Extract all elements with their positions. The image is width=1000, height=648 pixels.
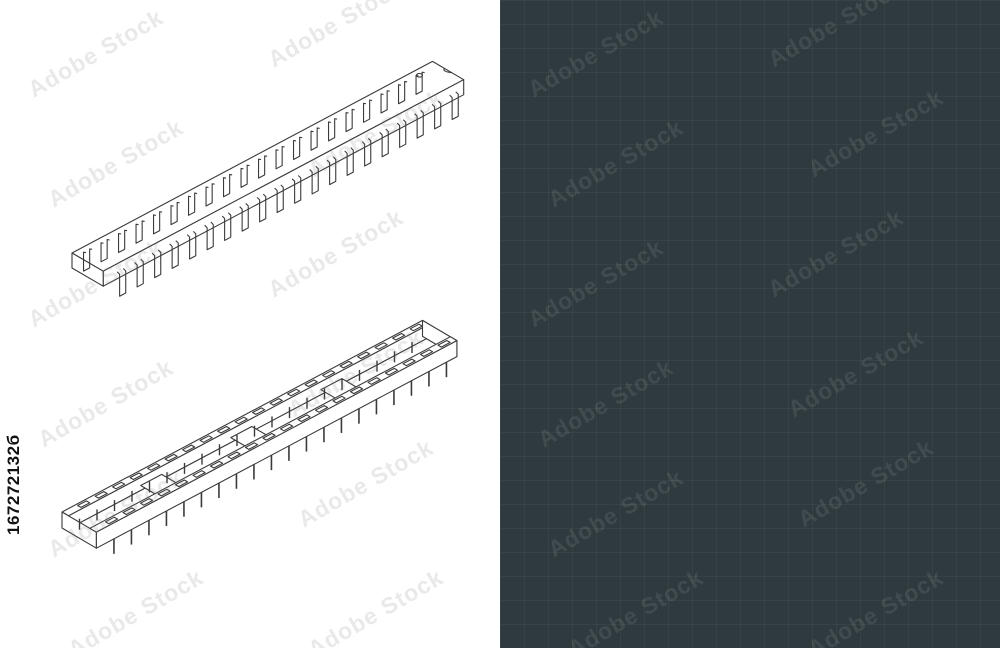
socket-contact bbox=[164, 453, 178, 462]
socket-contact bbox=[122, 507, 136, 516]
socket-contact bbox=[269, 398, 283, 406]
socket-contact bbox=[287, 388, 301, 397]
socket-contact bbox=[217, 425, 231, 434]
chip-pin bbox=[169, 240, 179, 269]
chip-pin bbox=[309, 165, 319, 195]
chip-pin bbox=[239, 203, 249, 232]
socket-contact bbox=[409, 323, 423, 332]
chip-pin bbox=[396, 119, 407, 148]
chip-pin bbox=[415, 71, 425, 95]
chip-pin bbox=[82, 248, 93, 272]
chip-pin bbox=[380, 90, 390, 114]
socket-contact bbox=[129, 472, 143, 481]
dip-ic-chip bbox=[71, 60, 465, 297]
chip-pin bbox=[292, 136, 303, 161]
chip-pin bbox=[187, 192, 198, 216]
socket-contact bbox=[252, 407, 266, 415]
socket-contact bbox=[199, 435, 213, 443]
socket-contact bbox=[157, 488, 171, 497]
chip-pin bbox=[310, 127, 320, 151]
socket-contact bbox=[227, 451, 241, 460]
blueprint-grid bbox=[500, 0, 1000, 648]
chip-pin bbox=[275, 146, 285, 170]
chip-pin bbox=[362, 99, 373, 123]
chip-pin bbox=[291, 175, 302, 204]
chip-pin bbox=[151, 249, 162, 279]
socket-contact bbox=[349, 386, 364, 395]
chip-pin bbox=[100, 239, 110, 263]
chip-pin bbox=[449, 91, 459, 121]
socket-contact bbox=[357, 351, 371, 360]
socket-contact bbox=[77, 500, 91, 508]
chip-pin bbox=[256, 193, 267, 223]
socket-contact bbox=[112, 481, 126, 490]
socket-contact bbox=[192, 470, 206, 478]
socket-contact bbox=[304, 379, 318, 388]
socket-contact bbox=[314, 405, 329, 413]
chip-pin bbox=[152, 211, 163, 235]
socket-contact bbox=[244, 442, 259, 450]
socket-contact bbox=[419, 349, 434, 357]
socket-contact bbox=[384, 367, 399, 376]
chip-pin bbox=[345, 108, 355, 133]
socket-contact bbox=[94, 491, 108, 499]
chip-pin bbox=[397, 80, 408, 105]
socket-contact bbox=[367, 377, 381, 385]
chip-pin bbox=[205, 183, 215, 207]
socket-contact bbox=[279, 423, 294, 432]
socket-contact bbox=[437, 339, 451, 348]
chip-pin bbox=[134, 258, 144, 288]
chip-pin bbox=[327, 118, 338, 142]
chip-pin bbox=[274, 184, 284, 214]
chip-pin bbox=[135, 220, 145, 244]
socket-contact bbox=[174, 479, 189, 488]
socket-contact bbox=[402, 358, 416, 367]
chip-pin bbox=[204, 221, 214, 251]
socket-contact bbox=[374, 342, 388, 350]
chip-pin bbox=[116, 268, 127, 297]
stock-id-label: 167272132б bbox=[4, 434, 23, 536]
socket-contact bbox=[332, 395, 346, 404]
socket-contact bbox=[104, 516, 119, 525]
socket-contact bbox=[147, 463, 161, 471]
chip-pin bbox=[414, 110, 424, 139]
chip-pin bbox=[186, 230, 197, 260]
light-blueprint-drawing bbox=[61, 60, 465, 554]
socket-contact bbox=[262, 432, 276, 441]
socket-contact bbox=[209, 460, 224, 469]
chip-pin bbox=[379, 128, 389, 158]
chip-pin bbox=[170, 201, 180, 226]
socket-contact bbox=[392, 332, 406, 341]
socket-contact bbox=[139, 498, 154, 506]
chip-pin bbox=[257, 155, 268, 179]
chip-pin bbox=[222, 173, 233, 198]
dark-blueprint-drawing bbox=[500, 0, 1000, 648]
socket-contact bbox=[234, 416, 248, 425]
chip-pin bbox=[344, 147, 354, 176]
socket-contact bbox=[182, 444, 196, 453]
socket-contact bbox=[322, 370, 336, 378]
socket-contact bbox=[297, 414, 311, 423]
chip-pin bbox=[117, 229, 128, 254]
socket-contact bbox=[339, 360, 353, 369]
chip-pin bbox=[431, 100, 442, 130]
chip-pin bbox=[240, 164, 250, 188]
chip-pin bbox=[361, 137, 372, 167]
chip-pin bbox=[326, 156, 337, 186]
chip-pin bbox=[221, 212, 232, 241]
dip-ic-socket bbox=[61, 319, 458, 554]
